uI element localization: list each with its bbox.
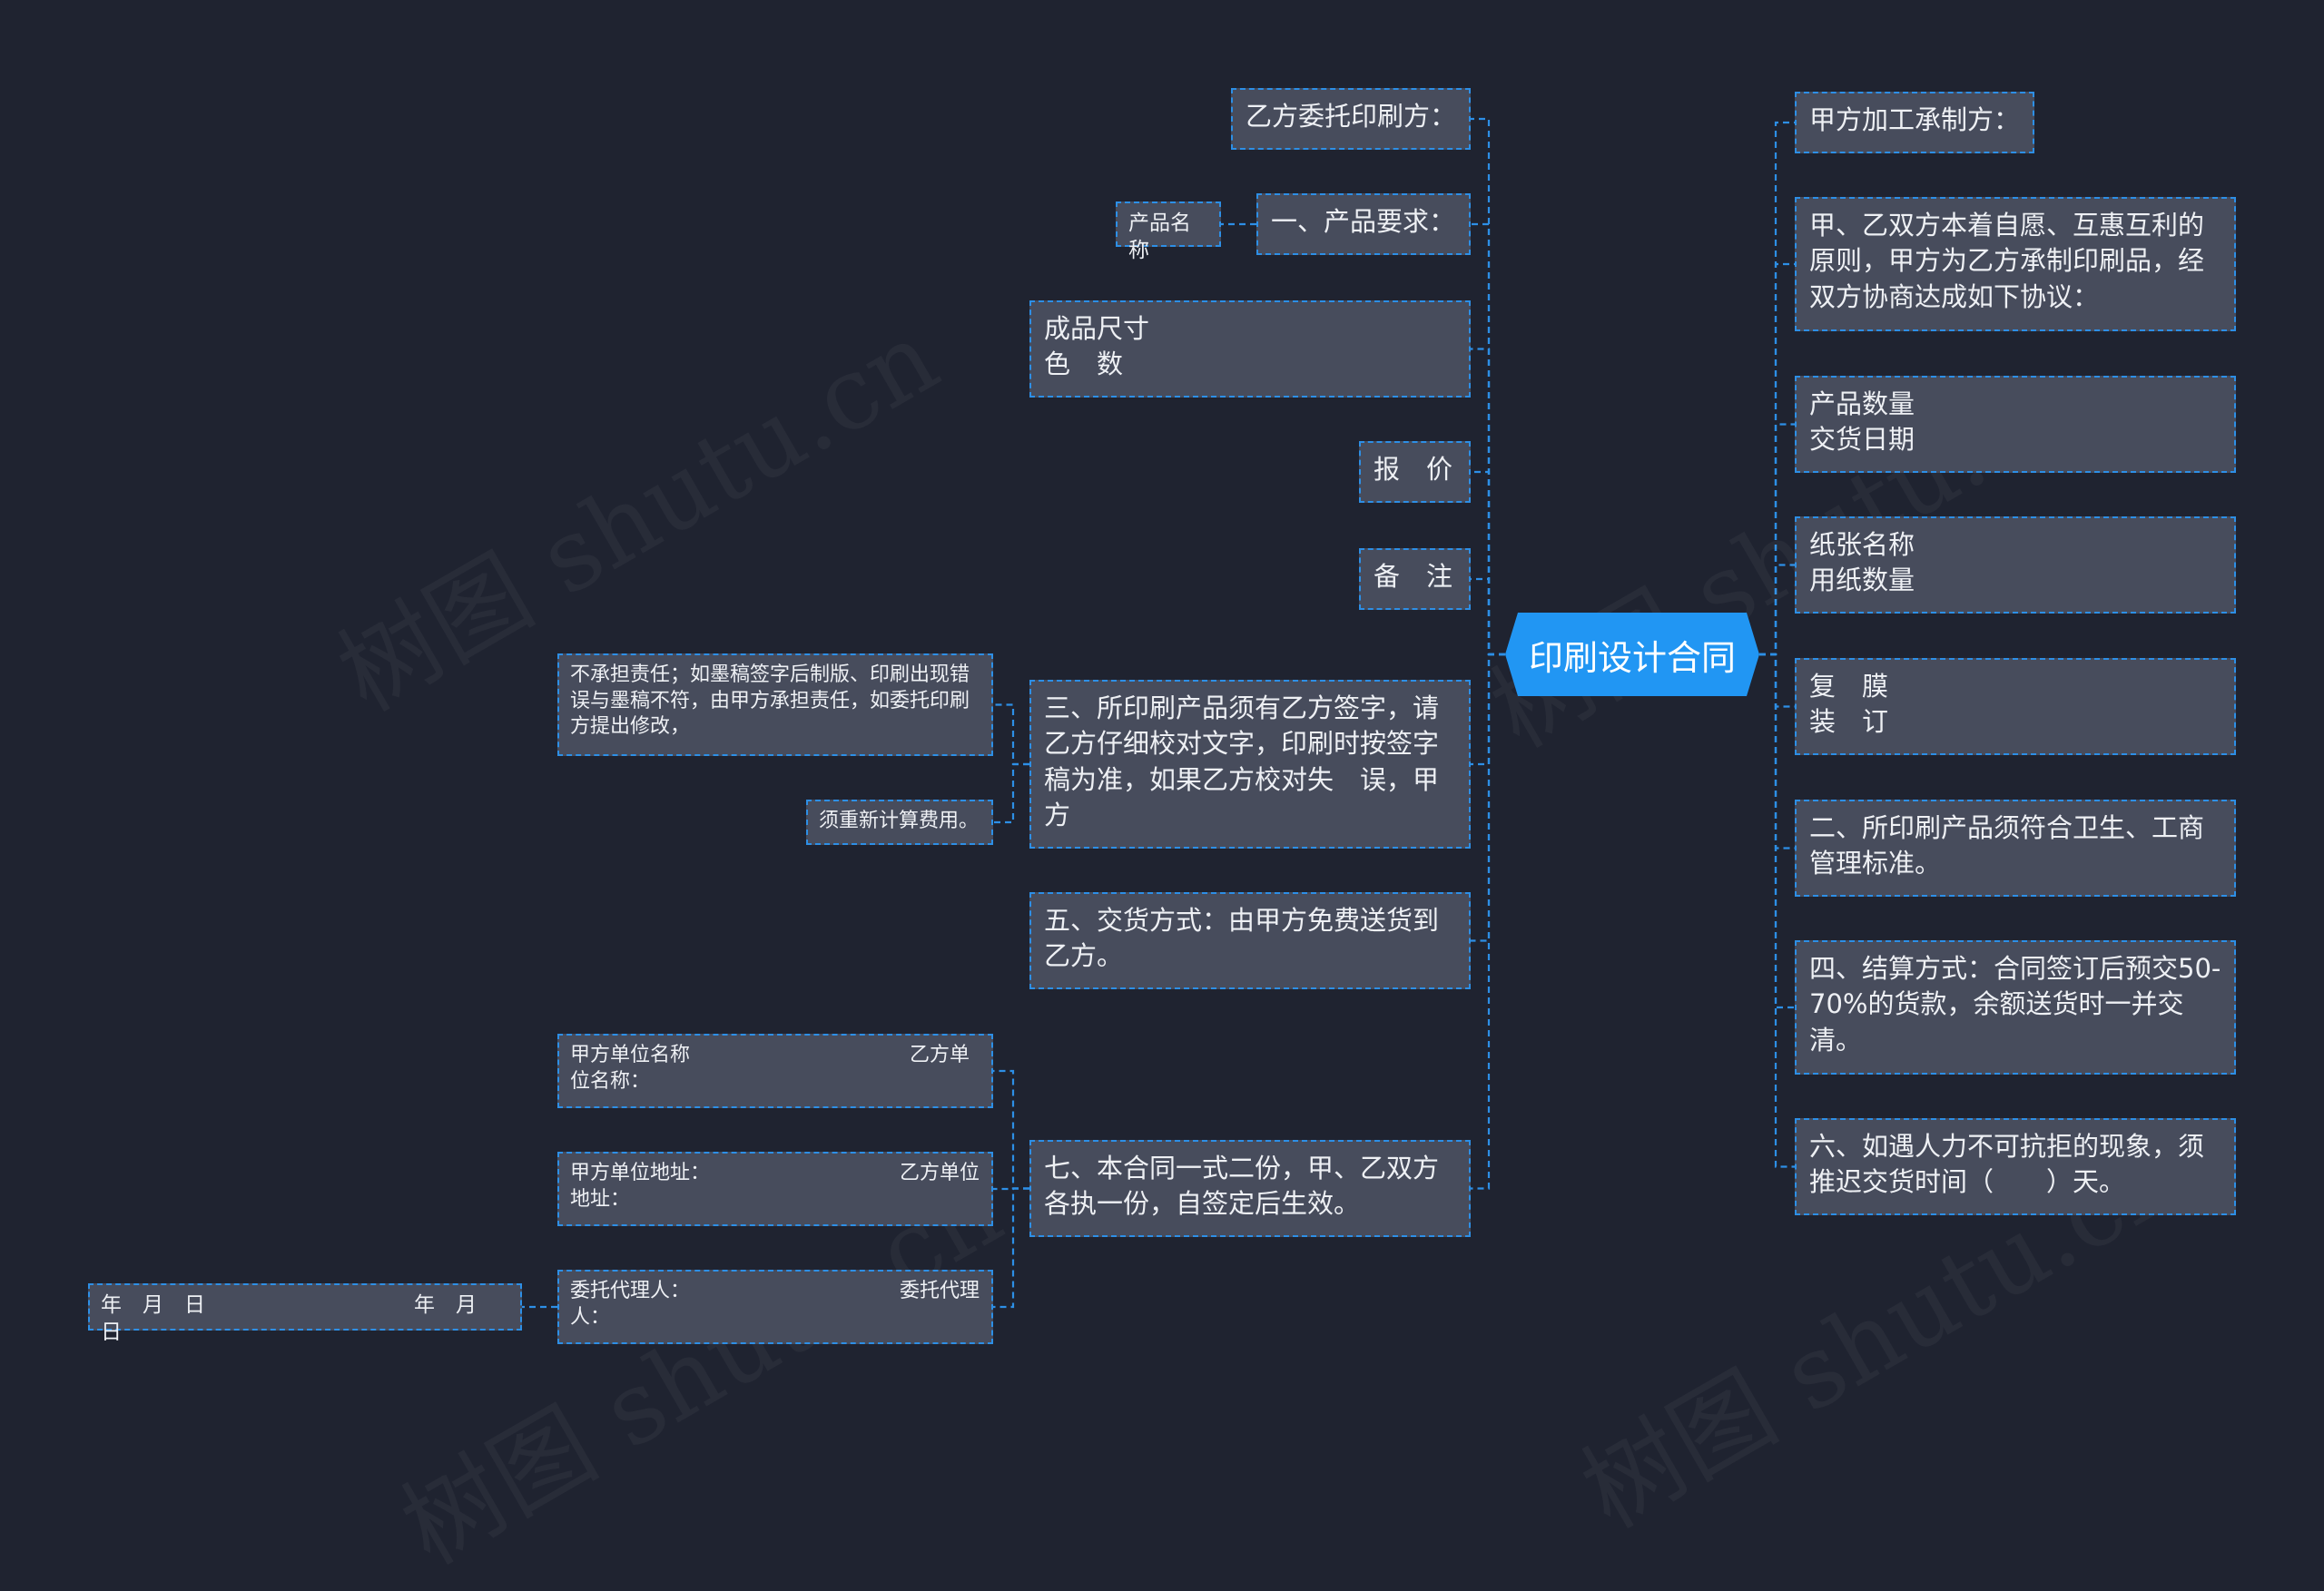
link-L8c xyxy=(993,1187,1029,1309)
node-product-name[interactable]: 产品名称 xyxy=(1116,201,1221,262)
link-L6a xyxy=(993,703,1029,766)
link-R2 xyxy=(1759,262,1795,656)
node-product-requirements[interactable]: 一、产品要求： xyxy=(1256,193,1471,255)
node-clause-three[interactable]: 三、所印刷产品须有乙方签字，请乙方仔细校对文字，印刷时按签字稿为准，如果乙方校对… xyxy=(1029,680,1471,849)
node-paper[interactable]: 纸张名称 用纸数量 xyxy=(1795,516,2236,614)
node-size-colors[interactable]: 成品尺寸 色 数 xyxy=(1029,300,1471,398)
link-L4 xyxy=(1471,470,1505,656)
link-R6 xyxy=(1759,653,1795,850)
node-clause-seven[interactable]: 七、本合同一式二份，甲、乙双方各执一份，自签定后生效。 xyxy=(1029,1140,1471,1237)
link-R1 xyxy=(1759,121,1795,656)
link-L5 xyxy=(1471,577,1505,656)
node-unit-address[interactable]: 甲方单位地址： 乙方单位地址： xyxy=(557,1152,993,1226)
node-clause-six[interactable]: 六、如遇人力不可抗拒的现象，须推迟交货时间（ ）天。 xyxy=(1795,1118,2236,1215)
node-remarks[interactable]: 备 注 xyxy=(1359,548,1471,610)
link-R4 xyxy=(1759,564,1795,656)
link-R8 xyxy=(1759,653,1795,1168)
node-clause-four[interactable]: 四、结算方式：合同签订后预交50-70%的货款，余额送货时一并交清。 xyxy=(1795,940,2236,1075)
node-quote[interactable]: 报 价 xyxy=(1359,441,1471,503)
node-clause-three-recalc[interactable]: 须重新计算费用。 xyxy=(806,800,993,845)
node-clause-three-responsibility[interactable]: 不承担责任；如墨稿签字后制版、印刷出现错误与墨稿不符，由甲方承担责任，如委托印刷… xyxy=(557,653,993,756)
root-node[interactable]: 印刷设计合同 xyxy=(1505,613,1759,696)
node-quantity-delivery[interactable]: 产品数量 交货日期 xyxy=(1795,376,2236,473)
node-party-b[interactable]: 乙方委托印刷方： xyxy=(1231,88,1471,150)
link-L8a xyxy=(993,1069,1029,1190)
node-laminate-binding[interactable]: 复 膜 装 订 xyxy=(1795,658,2236,755)
node-clause-two[interactable]: 二、所印刷产品须符合卫生、工商管理标准。 xyxy=(1795,800,2236,897)
mind-map-canvas: 树图 shutu.cn 树图 shutu.cn 树图 shutu.cn 树图 s… xyxy=(88,88,2236,1344)
node-party-a[interactable]: 甲方加工承制方： xyxy=(1795,92,2034,153)
node-agreement-intro[interactable]: 甲、乙双方本着自愿、互惠互利的原则，甲方为乙方承制印刷品，经双方协商达成如下协议… xyxy=(1795,197,2236,331)
node-unit-name[interactable]: 甲方单位名称 乙方单位名称： xyxy=(557,1034,993,1108)
link-L6b xyxy=(993,762,1029,824)
link-R5 xyxy=(1759,653,1795,708)
root-label: 印刷设计合同 xyxy=(1528,637,1736,678)
link-L8 xyxy=(1471,653,1505,1190)
node-date[interactable]: 年 月 日 年 月 日 xyxy=(88,1283,522,1344)
node-clause-five[interactable]: 五、交货方式：由甲方免费送货到乙方。 xyxy=(1029,892,1471,989)
root-shape xyxy=(1505,613,1759,696)
node-agent[interactable]: 委托代理人： 委托代理人： xyxy=(557,1270,993,1344)
connector-lines xyxy=(522,117,1795,1309)
link-R3 xyxy=(1759,423,1795,656)
